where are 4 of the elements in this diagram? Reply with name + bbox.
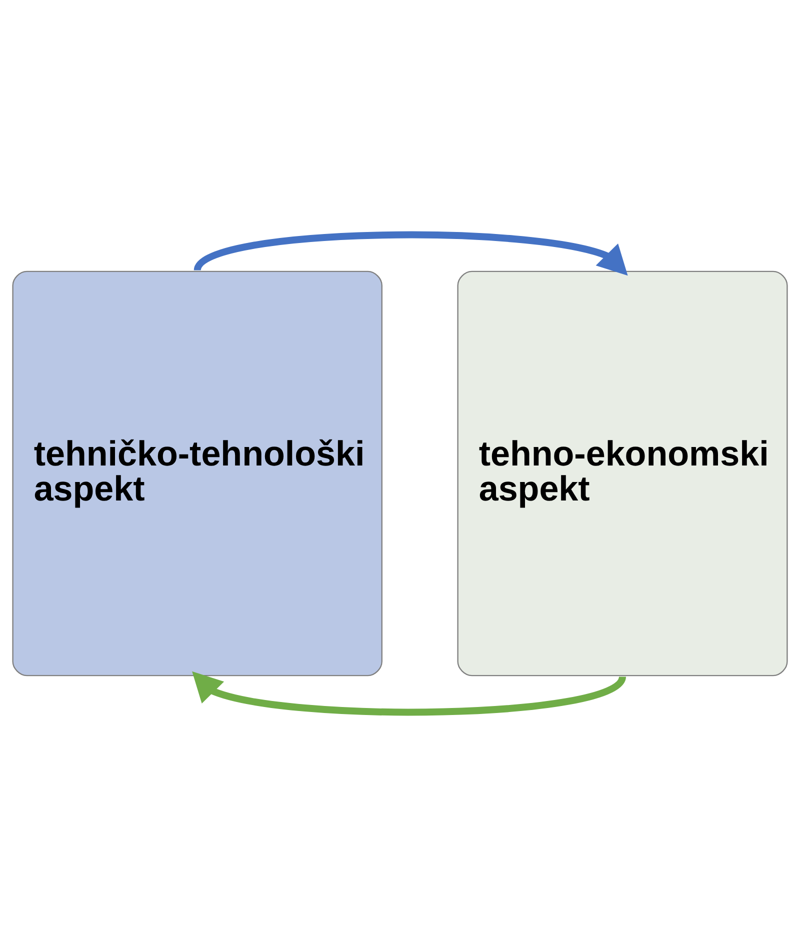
arrow [192, 671, 626, 716]
arrow [194, 231, 628, 276]
node-box: tehničko-tehnološki aspekt [12, 270, 382, 676]
node-box: tehno-ekonomski aspekt [457, 270, 788, 676]
